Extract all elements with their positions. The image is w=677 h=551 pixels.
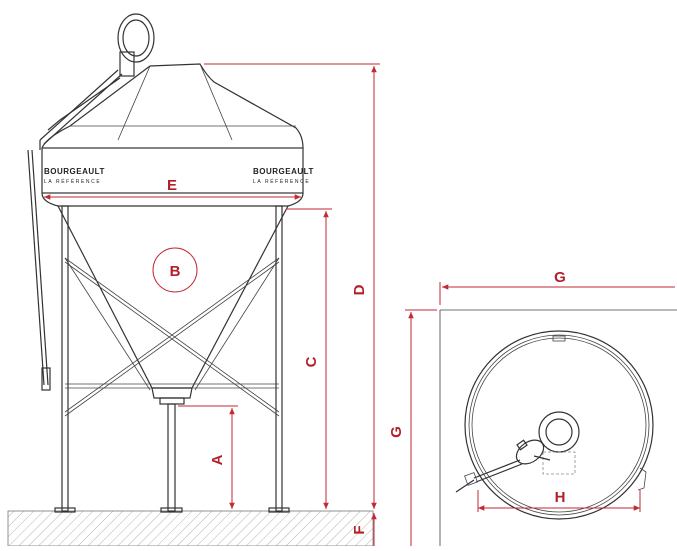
ground <box>7 510 374 547</box>
dimension-h: H <box>477 489 641 512</box>
dimension-g-horizontal: G <box>439 269 675 305</box>
silo-legs <box>54 205 290 513</box>
silo-top-view <box>439 309 677 546</box>
label-g-top: G <box>554 269 566 286</box>
level-indicator-top <box>455 439 551 493</box>
silo-side-view: BOURGEAULT LA RÉFÉRENCE BOURGEAULT LA RÉ… <box>27 13 314 513</box>
brand-left: BOURGEAULT LA RÉFÉRENCE <box>44 167 105 185</box>
silo-hopper <box>57 205 289 389</box>
dimension-g-vertical: G <box>388 309 437 546</box>
brand-left-name: BOURGEAULT <box>44 167 105 176</box>
label-h: H <box>555 489 566 506</box>
dimension-d: D <box>204 63 380 509</box>
label-e: E <box>167 177 177 194</box>
label-g-side: G <box>388 426 405 438</box>
dimension-c: C <box>286 208 332 509</box>
brand-right-tagline: LA RÉFÉRENCE <box>253 178 310 185</box>
label-a: A <box>209 454 226 465</box>
dimension-a: A <box>178 405 238 509</box>
label-c: C <box>303 356 320 367</box>
brand-right-name: BOURGEAULT <box>253 167 314 176</box>
label-b: B <box>170 263 181 280</box>
silo-roof <box>41 63 304 149</box>
label-f: F <box>351 525 368 534</box>
dimension-f: F <box>351 513 377 546</box>
level-indicator <box>27 13 155 391</box>
callout-b: B <box>152 247 198 293</box>
brand-right: BOURGEAULT LA RÉFÉRENCE <box>253 167 314 185</box>
silo-body <box>41 147 304 194</box>
dimension-e: E <box>44 177 301 200</box>
label-d: D <box>351 284 368 295</box>
silo-bracing <box>64 257 280 417</box>
brand-left-tagline: LA RÉFÉRENCE <box>44 178 101 185</box>
